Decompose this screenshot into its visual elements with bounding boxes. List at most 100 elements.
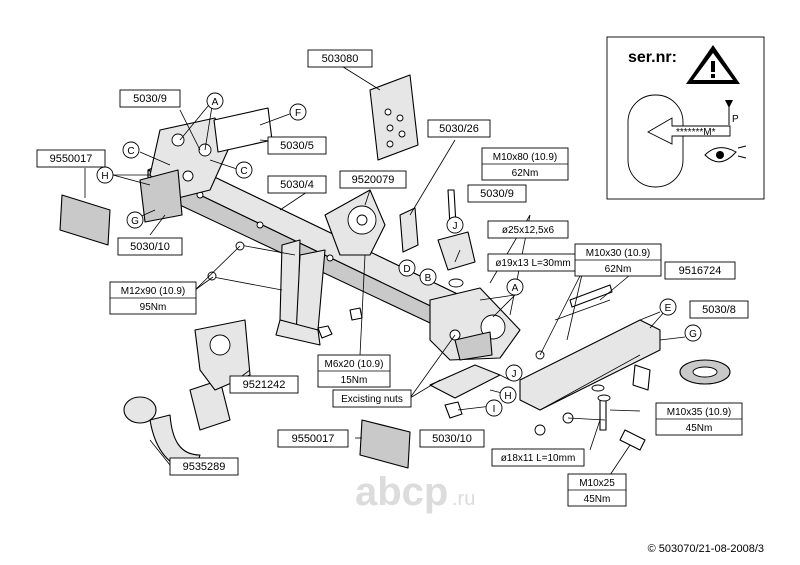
svg-text:5030/10: 5030/10: [130, 241, 170, 253]
svg-text:M12x90 (10.9): M12x90 (10.9): [121, 286, 185, 297]
svg-text:A: A: [212, 97, 219, 108]
svg-text:P: P: [732, 114, 739, 125]
callout-f1: F: [289, 103, 307, 121]
callout-c2: C: [235, 161, 253, 179]
svg-text:5030/8: 5030/8: [702, 304, 736, 316]
svg-text:95Nm: 95Nm: [140, 302, 167, 313]
label-503080: 503080: [307, 49, 373, 68]
svg-text:9516724: 9516724: [679, 265, 722, 277]
plate-5030-5: [213, 107, 273, 153]
svg-text:45Nm: 45Nm: [686, 423, 713, 434]
washer-25: [448, 278, 464, 288]
svg-text:M10x80 (10.9): M10x80 (10.9): [493, 152, 557, 163]
svg-text:ø19x13 L=30mm: ø19x13 L=30mm: [495, 258, 570, 269]
svg-text:I: I: [493, 404, 496, 415]
label-9520079: 9520079: [339, 170, 407, 189]
svg-text:E: E: [665, 303, 672, 314]
label-m12x90: M12x90 (10.9) 95Nm: [109, 281, 197, 315]
svg-text:62Nm: 62Nm: [512, 168, 539, 179]
label-m10x25: M10x25 45Nm: [567, 473, 627, 507]
label-5030-9-top: 5030/9: [119, 89, 181, 108]
callout-b1: B: [419, 268, 437, 286]
svg-text:Excisting nuts: Excisting nuts: [341, 394, 403, 405]
towball-9535289: [123, 379, 231, 471]
serial-number-panel: ser.nr: *******M* P: [606, 36, 765, 200]
socket-mount-9520079: [324, 189, 386, 256]
right-bracket-assembly: [429, 287, 521, 361]
svg-text:9520079: 9520079: [352, 174, 395, 186]
svg-text:62Nm: 62Nm: [605, 264, 632, 275]
svg-text:45Nm: 45Nm: [584, 494, 611, 505]
svg-text:J: J: [512, 369, 517, 380]
callout-j2: J: [505, 364, 523, 382]
label-spacer-25: ø25x12,5x6: [487, 220, 569, 239]
label-existing-nuts: Excisting nuts: [332, 389, 412, 408]
label-5030-10-left: 5030/10: [117, 237, 183, 256]
ring-plate: [679, 359, 731, 385]
label-m10x35: M10x35 (10.9) 45Nm: [655, 402, 743, 436]
leader-lines: [84, 64, 686, 476]
svg-text:5030/10: 5030/10: [432, 433, 472, 445]
svg-text:M10x35 (10.9): M10x35 (10.9): [667, 407, 731, 418]
cover-9550017-bottom: [359, 419, 411, 469]
copyright-text: © 503070/21-08-2008/3: [648, 543, 764, 555]
end-plate-5030-10: [139, 169, 183, 223]
position-marker: P: [725, 100, 739, 125]
cover-9550017-left: [59, 194, 111, 246]
svg-text:D: D: [403, 264, 410, 275]
nut-crossbar-2: [349, 307, 363, 321]
svg-text:M10x30 (10.9): M10x30 (10.9): [586, 248, 650, 259]
serial-plate-shape: [627, 94, 684, 188]
serial-tag: [647, 117, 731, 145]
label-9521242: 9521242: [229, 375, 299, 394]
label-9550017-left: 9550017: [36, 149, 106, 168]
label-9550017-bottom: 9550017: [277, 429, 349, 448]
label-5030-4: 5030/4: [267, 175, 327, 194]
eye-icon: [704, 145, 747, 163]
svg-text:abcp: abcp: [355, 470, 448, 514]
label-5030-10-bottom: 5030/10: [419, 429, 485, 448]
svg-text:5030/9: 5030/9: [133, 93, 167, 105]
svg-text:H: H: [101, 171, 108, 182]
towbar-head-9521242: [194, 319, 251, 391]
svg-text:.ru: .ru: [452, 488, 475, 510]
callout-a1: A: [206, 92, 224, 110]
svg-text:G: G: [131, 216, 139, 227]
label-5030-5: 5030/5: [267, 136, 327, 155]
svg-text:C: C: [127, 146, 134, 157]
nut-crossbar: [317, 325, 333, 339]
warning-triangle-icon: [686, 45, 740, 84]
label-spacer-19: ø19x13 L=30mm: [487, 253, 579, 272]
callout-g1: G: [126, 211, 144, 229]
svg-text:ø18x11 L=10mm: ø18x11 L=10mm: [501, 453, 576, 464]
svg-text:5030/4: 5030/4: [280, 179, 314, 191]
svg-text:J: J: [453, 221, 458, 232]
svg-text:*******M*: *******M*: [676, 127, 716, 138]
svg-text:5030/9: 5030/9: [480, 188, 514, 200]
svg-text:9521242: 9521242: [243, 379, 286, 391]
svg-text:503080: 503080: [322, 53, 359, 65]
svg-text:9550017: 9550017: [292, 433, 335, 445]
label-m6x20: M6x20 (10.9) 15Nm: [317, 354, 391, 388]
label-5030-26: 5030/26: [427, 119, 491, 138]
electric-socket-503080: [369, 74, 419, 161]
extension-arm-5030-8: [519, 284, 661, 411]
callout-c1: C: [122, 141, 140, 159]
bracket-5030-26: [399, 207, 419, 253]
bracket-5030-9-right: [437, 231, 476, 271]
svg-text:M6x20 (10.9): M6x20 (10.9): [325, 359, 384, 370]
watermark: abcp .ru: [355, 470, 475, 514]
svg-text:15Nm: 15Nm: [341, 375, 368, 386]
svg-text:A: A: [512, 283, 519, 294]
label-m10x30: M10x30 (10.9) 62Nm: [574, 243, 662, 277]
svg-text:9535289: 9535289: [183, 461, 226, 473]
callout-a2: A: [506, 278, 524, 296]
svg-text:5030/26: 5030/26: [439, 123, 479, 135]
label-9516724: 9516724: [664, 261, 736, 280]
callout-h2: H: [499, 386, 517, 404]
svg-text:ø25x12,5x6: ø25x12,5x6: [502, 225, 555, 236]
svg-text:F: F: [295, 108, 301, 119]
callout-j1: J: [446, 216, 464, 234]
callout-h1: H: [96, 166, 114, 184]
